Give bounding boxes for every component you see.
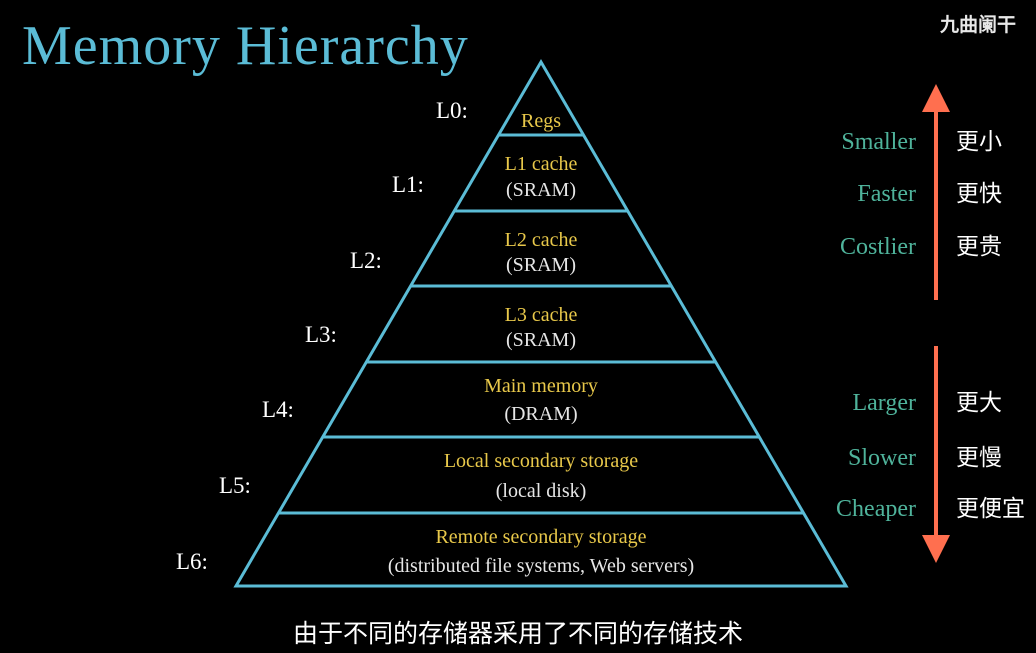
level-detail: (distributed file systems, Web servers) — [388, 555, 694, 577]
properties-group: Smaller 更小 Faster 更快 Costlier 更贵 Larger 更大 Slowe… — [836, 129, 1025, 522]
pyramid-level: L6: Remote secondary storage (distributed … — [176, 526, 694, 577]
top-property-en: Costlier — [840, 234, 916, 260]
level-name: Local secondary storage — [444, 450, 638, 472]
pyramid-level: L3: L3 cache (SRAM) — [305, 304, 577, 351]
level-id-label: L3: — [305, 322, 337, 347]
level-detail: (DRAM) — [504, 403, 577, 425]
watermark: 九曲阑干 — [940, 14, 1017, 36]
level-id-label: L6: — [176, 549, 208, 574]
pyramid-group — [233, 59, 849, 588]
level-detail: (local disk) — [496, 480, 587, 502]
level-detail: (SRAM) — [506, 329, 576, 351]
arrow-up-icon — [922, 84, 950, 300]
top-property-zh: 更小 — [956, 129, 1002, 154]
bottom-property-zh: 更慢 — [956, 445, 1002, 470]
level-name: L1 cache — [505, 153, 578, 175]
bottom-property-en: Slower — [848, 445, 916, 471]
level-id-label: L4: — [262, 397, 294, 422]
pyramid-level: L2: L2 cache (SRAM) — [350, 229, 577, 276]
top-property-zh: 更贵 — [956, 234, 1002, 259]
video-subtitle: 由于不同的存储器采用了不同的存储技术 — [292, 619, 743, 648]
pyramid-level: L0: Regs — [436, 98, 561, 132]
pyramid-outline — [233, 59, 849, 588]
level-name: L2 cache — [505, 229, 578, 251]
level-name: Remote secondary storage — [435, 526, 646, 548]
pyramid-level: L4: Main memory (DRAM) — [262, 375, 598, 425]
level-id-label: L2: — [350, 248, 382, 273]
level-name: L3 cache — [505, 304, 578, 326]
bottom-property-en: Larger — [852, 390, 916, 416]
pyramid-level: L5: Local secondary storage (local disk) — [219, 450, 638, 502]
top-property-zh: 更快 — [956, 181, 1002, 206]
arrows-group — [922, 84, 950, 563]
pyramid-level: L1: L1 cache (SRAM) — [392, 153, 577, 201]
top-property-en: Smaller — [841, 129, 916, 155]
level-id-label: L0: — [436, 98, 468, 123]
level-name: Regs — [521, 110, 561, 132]
level-id-label: L1: — [392, 172, 424, 197]
arrow-down-icon — [922, 346, 950, 563]
bottom-property-zh: 更大 — [956, 390, 1002, 415]
page-title: Memory Hierarchy — [22, 15, 469, 77]
level-detail: (SRAM) — [506, 179, 576, 201]
top-property-en: Faster — [857, 181, 916, 207]
bottom-property-en: Cheaper — [836, 496, 916, 522]
level-id-label: L5: — [219, 473, 251, 498]
level-detail: (SRAM) — [506, 254, 576, 276]
bottom-property-zh: 更便宜 — [956, 496, 1025, 521]
level-name: Main memory — [484, 375, 598, 397]
